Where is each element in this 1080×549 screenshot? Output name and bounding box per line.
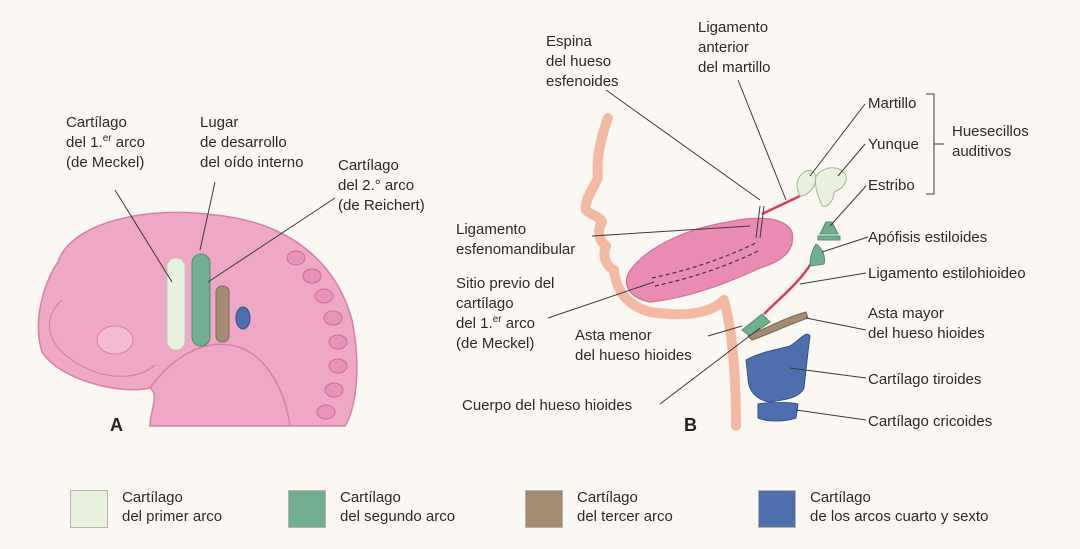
mandible [626,217,794,303]
label-greater-horn-hyoid: Asta mayor del hueso hioides [868,305,985,342]
panel-label-a: A [110,415,123,435]
embryo-eye-region [96,325,134,355]
legend-line2: del primer arco [122,508,223,525]
label-anterior-malleal-ligament: Ligamento anterior del martillo [698,19,772,76]
label-sphenomandibular-ligament: Ligamento esfenomandibular [456,221,575,258]
first-arch-cartilage-a [166,257,186,351]
label-hyoid-body: Cuerpo del hueso hioides [462,397,632,414]
embryo-illustration [37,211,358,427]
legend-swatch [758,490,796,528]
lesser-horn-hyoid [741,313,771,337]
embryo-heart-bulge [48,299,156,377]
label-thyroid-cartilage: Cartílago tiroides [868,371,981,388]
face-profile [580,113,729,320]
label-reichert-cartilage: Cartílago del 2.° arco (de Reichert) [338,157,425,214]
fourth-arch-cartilage-a [235,306,251,330]
legend-third-arch: Cartílago del tercer arco [525,488,673,532]
label-styloid-process: Apófisis estiloides [868,229,987,246]
anterior-malleal-ligament [761,194,801,216]
panel-a-leaders [114,181,336,283]
label-sphenoid-spine: Espina del hueso esfenoides [546,33,619,90]
legend-swatch [288,490,326,528]
legend-line2: del segundo arco [340,508,456,525]
panel-label-b: B [684,415,697,435]
label-meckel-previous-site: Sitio previo del cartílago del 1.er arco… [456,275,559,352]
sphenomandibular-ligament [755,205,761,239]
styloid-process [809,243,825,267]
cricoid-cartilage [757,402,799,422]
legend-line2: de los arcos cuarto y sexto [810,508,989,525]
panel-b-leaders [547,79,869,421]
legend-fourth-sixth-arch: Cartílago de los arcos cuarto y sexto [758,488,988,532]
ossicles-bracket [926,93,944,195]
legend-swatch [525,490,563,528]
label-auditory-ossicles: Huesecillos auditivos [952,123,1033,160]
third-arch-cartilage-a [215,285,230,343]
legend-first-arch: Cartílago del primer arco [70,488,222,532]
incus [815,167,847,207]
thyroid-cartilage [745,333,811,403]
label-stylohyoid-ligament: Ligamento estilohioideo [868,265,1026,282]
legend-second-arch: Cartílago del segundo arco [288,488,455,532]
label-cricoid-cartilage: Cartílago cricoides [868,413,992,430]
second-arch-cartilage-a [191,253,211,347]
malleus [796,170,817,197]
legend-swatch [70,490,108,528]
stapes [817,221,841,241]
legend-line1: Cartílago [810,489,871,506]
legend-line1: Cartílago [577,489,638,506]
label-malleus: Martillo [868,95,916,112]
neck-outline [719,295,741,431]
stylohyoid-ligament [763,261,814,315]
legend-line2: del tercer arco [577,508,673,525]
label-inner-ear-site: Lugar de desarrollo del oído interno [200,114,303,171]
meckel-dashed-path [651,241,759,279]
label-lesser-horn-hyoid: Asta menor del hueso hioides [575,327,692,364]
somites [286,250,348,420]
label-meckel-cartilage: Cartílago del 1.er arco (de Meckel) [66,114,149,171]
label-incus: Yunque [868,136,919,153]
legend-line1: Cartílago [122,489,183,506]
label-stapes: Estribo [868,177,915,194]
embryo-inner-fold [149,343,291,427]
legend-line1: Cartílago [340,489,401,506]
head-illustration [580,113,847,431]
